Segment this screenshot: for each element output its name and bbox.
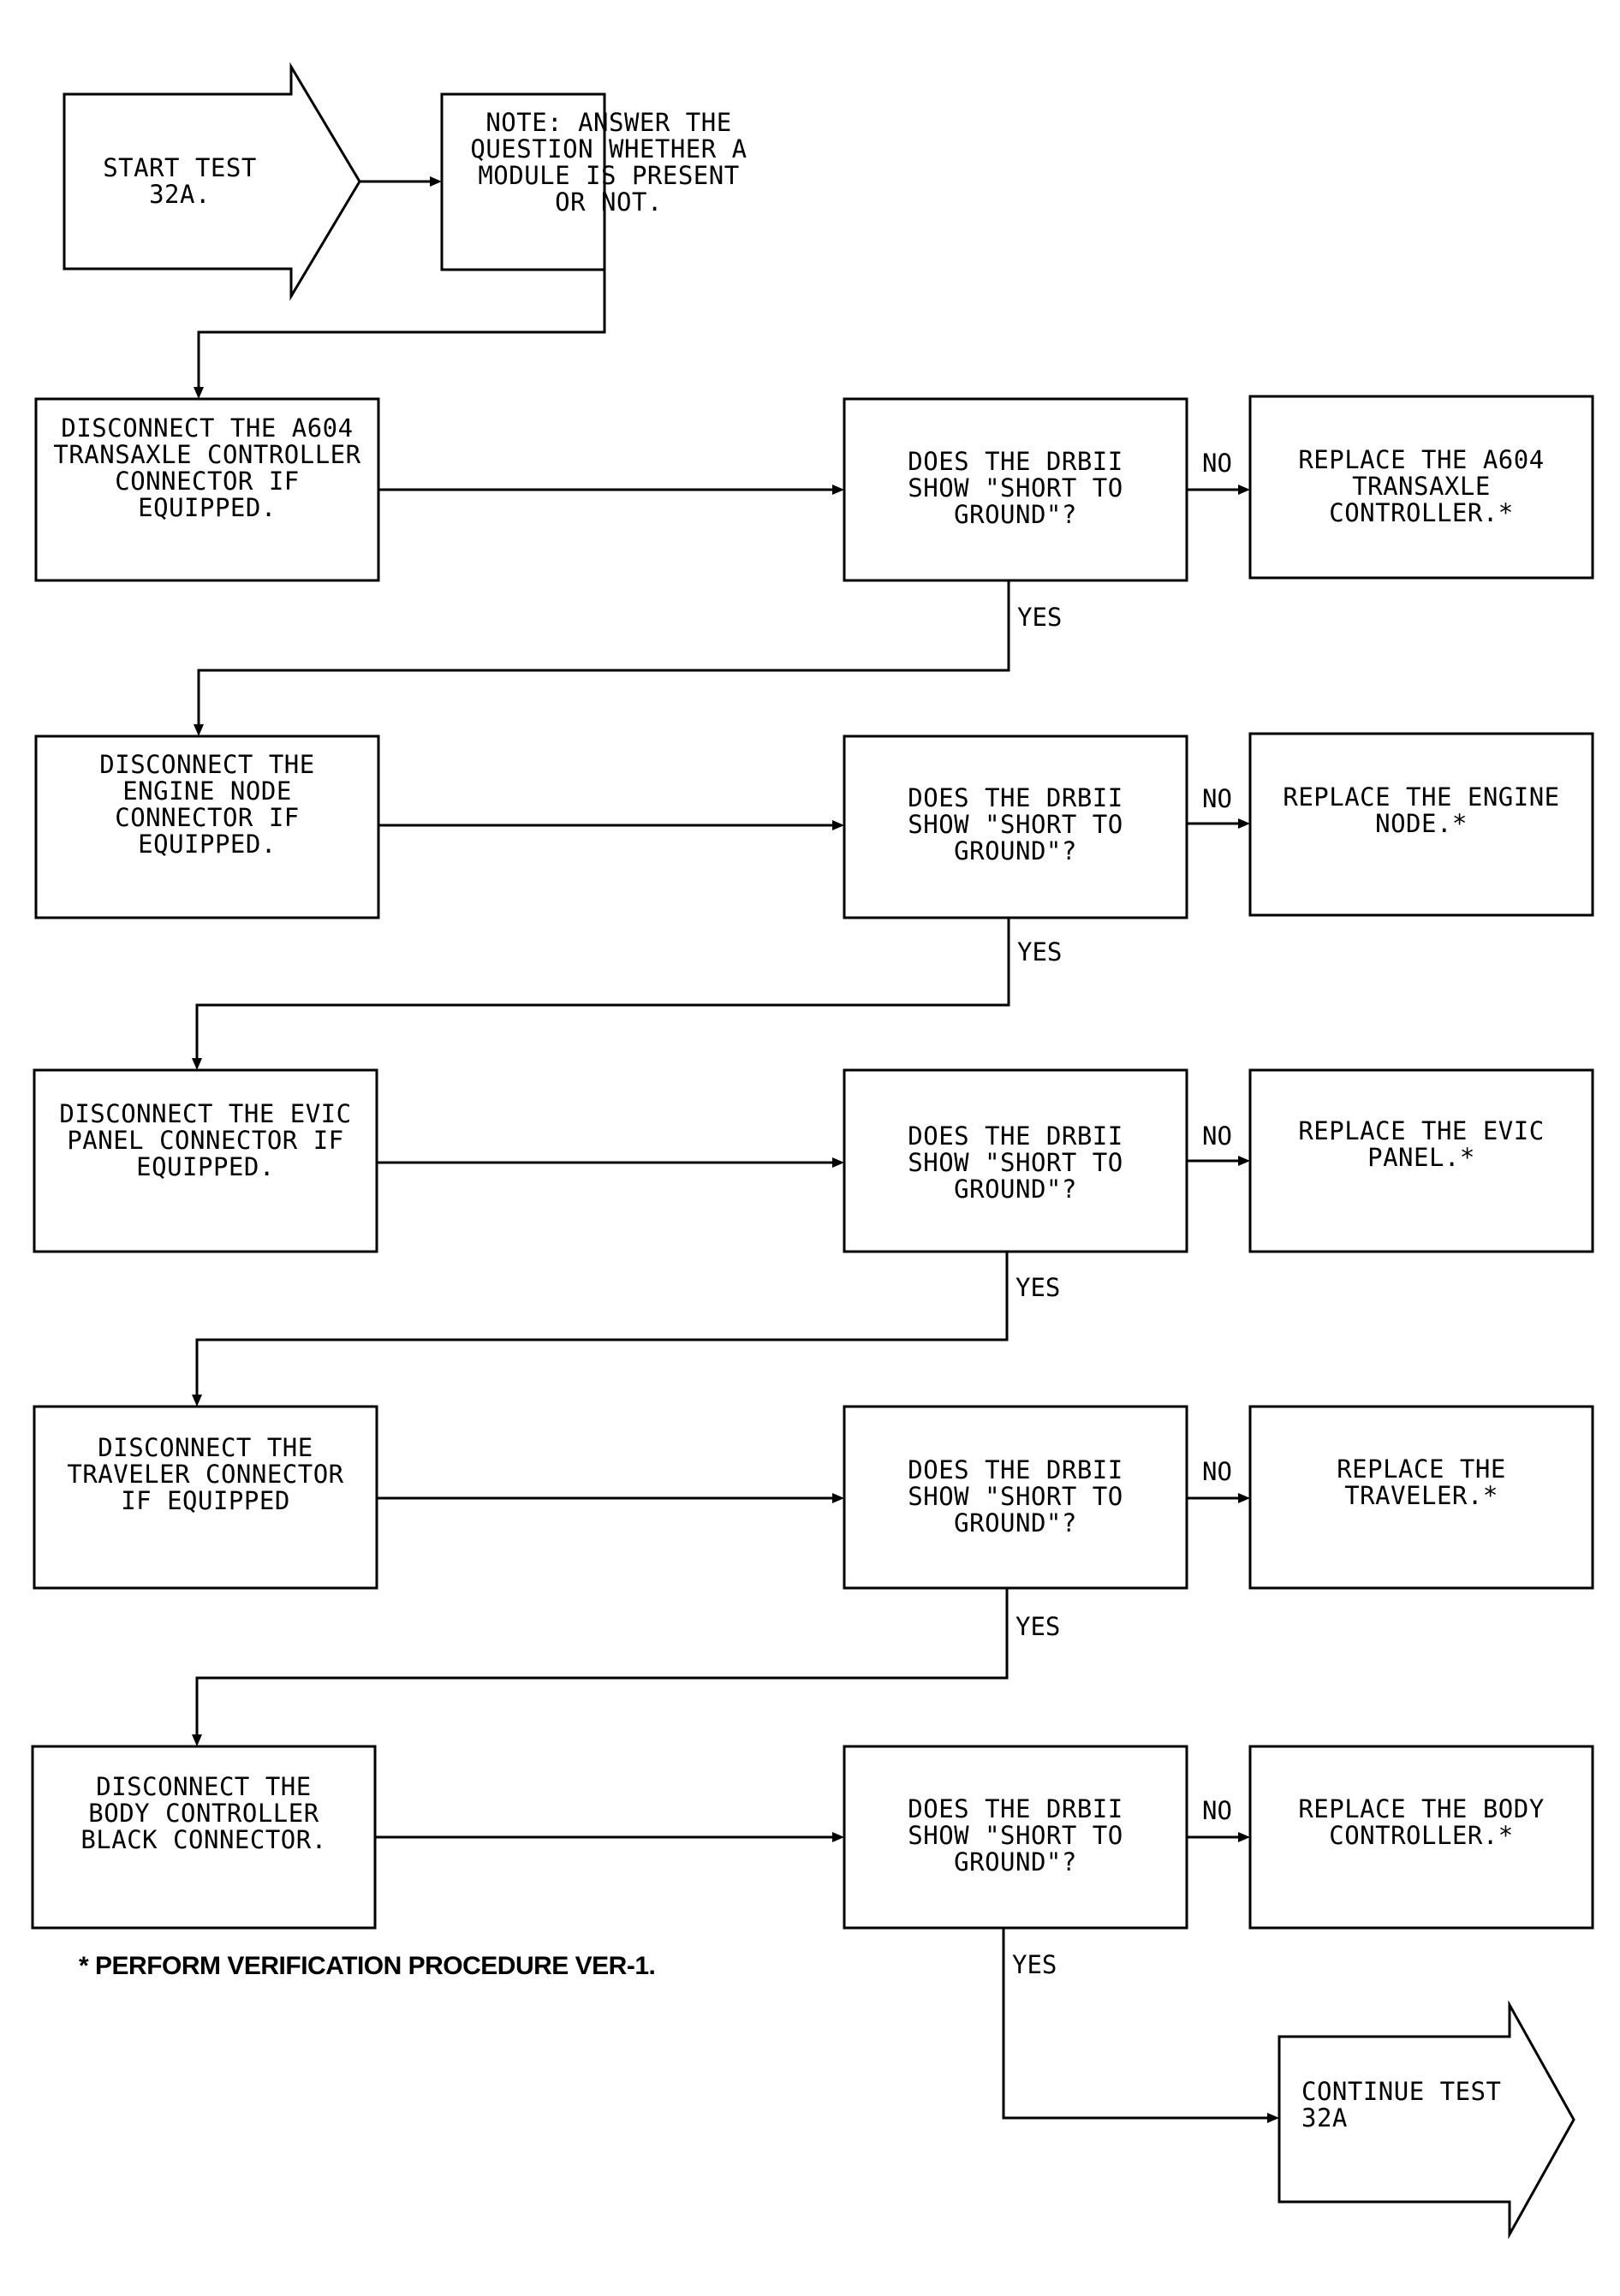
arrowhead-yes-1 (194, 724, 204, 736)
yes-label-4: YES (1015, 1612, 1061, 1641)
arrowhead-no-2 (1238, 818, 1250, 829)
no-label-4: NO (1202, 1457, 1232, 1486)
action-box-2 (34, 735, 380, 919)
connector-yes-4 (195, 1588, 1009, 1740)
question-box-2 (843, 735, 1188, 919)
question-text-2: DOES THE DRBII SHOW "SHORT TO GROUND"? (908, 782, 1123, 865)
action-box-3 (33, 1068, 378, 1253)
yes-label-5: YES (1012, 1950, 1057, 1979)
question-box-1 (843, 397, 1188, 582)
question-text-3: DOES THE DRBII SHOW "SHORT TO GROUND"? (908, 1121, 1123, 1204)
yes-label-3: YES (1015, 1273, 1061, 1302)
arrowhead-action4-question4 (832, 1493, 844, 1503)
connector-yes-1 (197, 580, 1010, 729)
arrowhead-no-1 (1238, 485, 1250, 495)
action-text-3: DISCONNECT THE EVIC PANEL CONNECTOR IF E… (59, 1098, 352, 1181)
arrowhead-action5-question5 (832, 1832, 844, 1842)
replace-text-1: REPLACE THE A604 TRANSAXLE CONTROLLER.* (1298, 444, 1545, 527)
question-text-4: DOES THE DRBII SHOW "SHORT TO GROUND"? (908, 1454, 1123, 1538)
replace-box-2 (1248, 732, 1594, 917)
no-label-5: NO (1202, 1796, 1232, 1825)
action-text-4: DISCONNECT THE TRAVELER CONNECTOR IF EQU… (67, 1432, 344, 1515)
continue-arrow-shape (1278, 2000, 1575, 2239)
footnote: * PERFORM VERIFICATION PROCEDURE VER-1. (79, 1952, 656, 1980)
connector-yes-2 (195, 918, 1010, 1063)
arrowhead-start-note (430, 176, 442, 187)
arrowhead-action1-question1 (832, 485, 844, 495)
replace-text-3: REPLACE THE EVIC PANEL.* (1298, 1116, 1545, 1172)
replace-text-2: REPLACE THE ENGINE NODE.* (1283, 782, 1560, 838)
connector-yes-5 (1002, 1928, 1272, 2120)
connectors (192, 176, 1279, 2123)
connector-yes-3 (195, 1252, 1009, 1400)
yes-label-1: YES (1017, 603, 1063, 632)
no-label-3: NO (1202, 1121, 1232, 1151)
action-box-1 (34, 397, 380, 582)
arrowhead-yes-3 (192, 1395, 202, 1407)
start-label: START TEST 32A. (103, 153, 257, 209)
arrowhead-no-4 (1238, 1493, 1250, 1503)
yes-label-2: YES (1017, 937, 1063, 967)
action-box-5 (31, 1745, 377, 1930)
continue-label: CONTINUE TEST 32A (1301, 2077, 1502, 2132)
arrowhead-action3-question3 (832, 1157, 844, 1168)
arrowhead-yes-2 (192, 1058, 202, 1070)
no-label-1: NO (1202, 449, 1232, 478)
replace-box-5 (1248, 1745, 1594, 1930)
replace-text-5: REPLACE THE BODY CONTROLLER.* (1298, 1794, 1545, 1850)
question-box-5 (843, 1745, 1188, 1930)
note-box (440, 92, 606, 271)
arrowhead-note-action1 (194, 387, 204, 399)
question-text-1: DOES THE DRBII SHOW "SHORT TO GROUND"? (908, 446, 1123, 529)
arrowhead-yes-5 (1267, 2113, 1279, 2123)
arrowhead-no-5 (1238, 1832, 1250, 1842)
arrowhead-yes-4 (192, 1734, 202, 1746)
note-text: NOTE: ANSWER THE QUESTION WHETHER A MODU… (470, 108, 747, 217)
no-label-2: NO (1202, 784, 1232, 813)
arrowhead-no-3 (1238, 1156, 1250, 1166)
connector-note-action1 (197, 270, 606, 392)
start-arrow-shape (63, 62, 361, 301)
question-text-5: DOES THE DRBII SHOW "SHORT TO GROUND"? (908, 1793, 1123, 1877)
replace-box-4 (1248, 1405, 1594, 1590)
replace-text-4: REPLACE THE TRAVELER.* (1337, 1454, 1506, 1510)
action-text-2: DISCONNECT THE ENGINE NODE CONNECTOR IF … (99, 750, 315, 859)
action-text-5: DISCONNECT THE BODY CONTROLLER BLACK CON… (80, 1771, 327, 1854)
replace-box-1 (1248, 395, 1594, 580)
question-box-3 (843, 1068, 1188, 1253)
question-box-4 (843, 1405, 1188, 1590)
action-text-1: DISCONNECT THE A604 TRANSAXLE CONTROLLER… (53, 413, 361, 522)
arrowhead-action2-question2 (832, 820, 844, 830)
